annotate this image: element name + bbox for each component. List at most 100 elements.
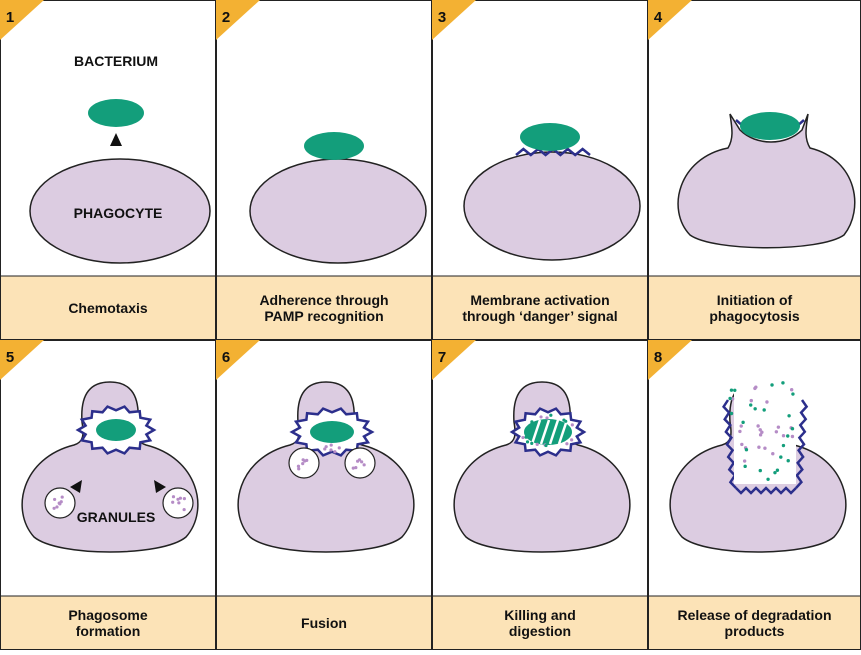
released-product-dot — [786, 434, 789, 437]
caption-line: digestion — [509, 623, 571, 639]
released-product-dot — [791, 427, 794, 430]
step-number: 6 — [222, 349, 230, 366]
caption-line: Membrane activation — [470, 292, 609, 308]
caption-line: Initiation of — [717, 292, 793, 308]
released-product-dot — [749, 403, 752, 406]
phagocyte-cell — [464, 152, 640, 260]
step-number: 5 — [6, 349, 14, 366]
released-product-dot — [754, 385, 757, 388]
step-number: 7 — [438, 349, 446, 366]
step-number: 2 — [222, 9, 230, 26]
released-product-dot — [745, 448, 748, 451]
granule-dot — [303, 459, 306, 462]
granule-dot — [53, 498, 56, 501]
granule-dot — [301, 462, 304, 465]
granule-dot — [338, 446, 341, 449]
released-product-dot — [741, 421, 744, 424]
granule-dot — [177, 501, 180, 504]
degradation-dot — [565, 442, 568, 445]
released-product-dot — [756, 424, 759, 427]
degradation-dot — [545, 416, 548, 419]
caption-line: Phagosome — [68, 607, 148, 623]
released-product-dot — [775, 430, 778, 433]
bacterium — [520, 123, 580, 151]
released-product-dot — [759, 469, 762, 472]
granule-dot — [52, 507, 55, 510]
released-product-dot — [762, 408, 765, 411]
degradation-dot — [571, 423, 574, 426]
fusing-granule — [345, 448, 375, 478]
released-product-dot — [753, 407, 756, 410]
granule-dot — [55, 505, 58, 508]
released-product-dot — [776, 469, 779, 472]
caption-line: Killing and — [504, 607, 576, 623]
released-product-dot — [791, 435, 794, 438]
granule-dot — [172, 495, 175, 498]
released-product-dot — [779, 455, 782, 458]
granules-label: GRANULES — [77, 509, 156, 525]
released-product-dot — [781, 381, 784, 384]
granule-dot — [183, 497, 186, 500]
caption-line: through ‘danger’ signal — [462, 308, 617, 324]
degradation-dot — [549, 414, 552, 417]
caption-line: phagocytosis — [709, 308, 799, 324]
caption-line: Fusion — [301, 615, 347, 631]
released-product-dot — [750, 399, 753, 402]
caption-line: formation — [76, 623, 141, 639]
degradation-dot — [525, 436, 528, 439]
step-number: 4 — [654, 9, 663, 26]
caption-line: PAMP recognition — [264, 308, 383, 324]
bacterium — [740, 112, 800, 140]
released-product-dot — [787, 414, 790, 417]
granule-dot — [329, 448, 332, 451]
released-product-dot — [760, 431, 763, 434]
phagocyte-cell — [250, 159, 426, 263]
released-product-dot — [757, 446, 760, 449]
panel-1: 1ChemotaxisBACTERIUMPHAGOCYTE — [0, 0, 216, 340]
released-product-dot — [728, 397, 731, 400]
granule-dot — [297, 465, 300, 468]
caption-line: Chemotaxis — [68, 300, 148, 316]
released-product-dot — [765, 400, 768, 403]
step-number: 3 — [438, 9, 446, 26]
caption-line: products — [725, 623, 785, 639]
released-product-dot — [782, 434, 785, 437]
released-product-dot — [773, 471, 776, 474]
degradation-dot — [539, 415, 542, 418]
bacterium — [96, 419, 136, 441]
released-product-dot — [770, 383, 773, 386]
released-product-dot — [782, 444, 785, 447]
granule-dot — [183, 508, 186, 511]
step-number: 8 — [654, 349, 662, 366]
granule-dot — [60, 500, 63, 503]
degradation-dot — [530, 442, 533, 445]
released-product-dot — [740, 443, 743, 446]
vacuole-opening — [734, 380, 796, 484]
released-product-dot — [766, 478, 769, 481]
degradation-dot — [521, 436, 524, 439]
bacterium — [304, 132, 364, 160]
bacterium-label: BACTERIUM — [74, 53, 158, 69]
granule-dot — [171, 501, 174, 504]
granule-dot — [179, 497, 182, 500]
granule-dot — [363, 463, 366, 466]
released-product-dot — [790, 388, 793, 391]
released-product-dot — [733, 389, 736, 392]
released-product-dot — [787, 459, 790, 462]
bacterium — [310, 421, 354, 443]
released-product-dot — [730, 412, 733, 415]
released-product-dot — [730, 388, 733, 391]
released-product-dot — [763, 447, 766, 450]
bacterium — [88, 99, 144, 127]
degradation-dot — [536, 443, 539, 446]
granule-dot — [323, 447, 326, 450]
released-product-dot — [740, 424, 743, 427]
granule-dot — [333, 450, 336, 453]
